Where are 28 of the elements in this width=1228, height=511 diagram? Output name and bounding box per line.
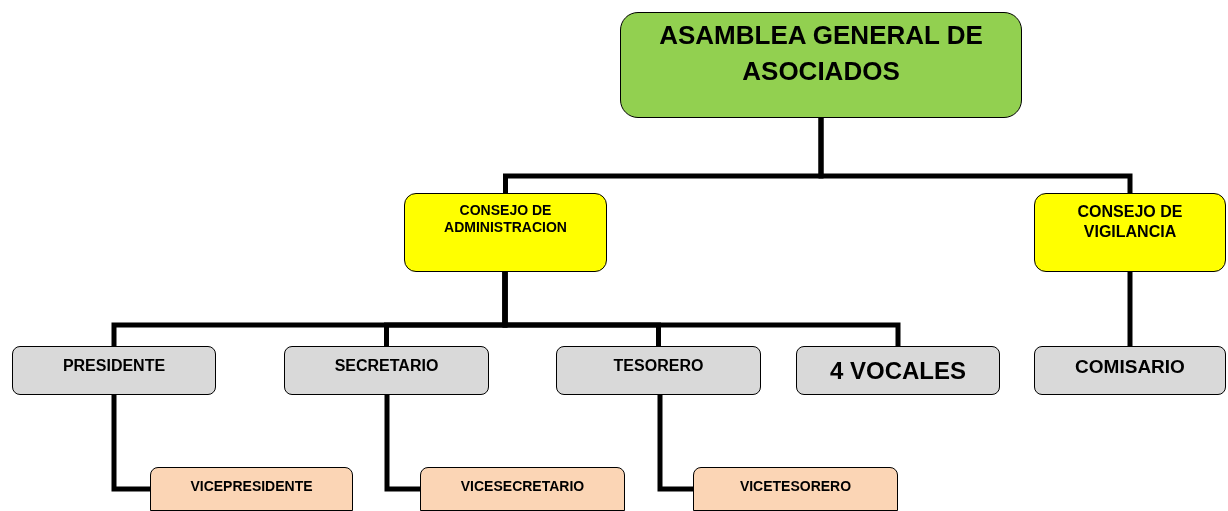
- council-box: [404, 193, 607, 272]
- box-label: 4 VOCALES: [829, 355, 967, 386]
- connector-line: [384, 395, 420, 492]
- box-label: COMISARIO: [1074, 355, 1186, 379]
- deputy-box: [693, 467, 898, 511]
- box-label: SECRETARIO: [333, 356, 440, 376]
- role-box: [12, 346, 216, 395]
- role-box: [1034, 346, 1226, 395]
- box-label: CONSEJO DE VIGILANCIA: [1076, 202, 1184, 242]
- deputy-box: [150, 467, 353, 511]
- connector-line: [1127, 272, 1133, 346]
- deputy-box: [420, 467, 625, 511]
- box-label: CONSEJO DE ADMINISTRACION: [443, 202, 568, 236]
- box-label: VICEPRESIDENTE: [189, 477, 314, 496]
- box-label: TESORERO: [612, 356, 705, 376]
- role-box: [556, 346, 761, 395]
- top-box: [620, 12, 1022, 118]
- box-label: PRESIDENTE: [61, 356, 167, 376]
- role-box: [284, 346, 489, 395]
- connector-line: [111, 395, 150, 492]
- connector-line: [657, 395, 693, 492]
- box-label: VICESECRETARIO: [459, 477, 586, 496]
- box-label: ASAMBLEA GENERAL DE ASOCIADOS: [658, 19, 984, 88]
- box-label: VICETESORERO: [738, 477, 853, 496]
- role-box: [796, 346, 1000, 395]
- connector-line: [818, 118, 1133, 193]
- council-box: [1034, 193, 1226, 272]
- connector-line: [502, 272, 901, 346]
